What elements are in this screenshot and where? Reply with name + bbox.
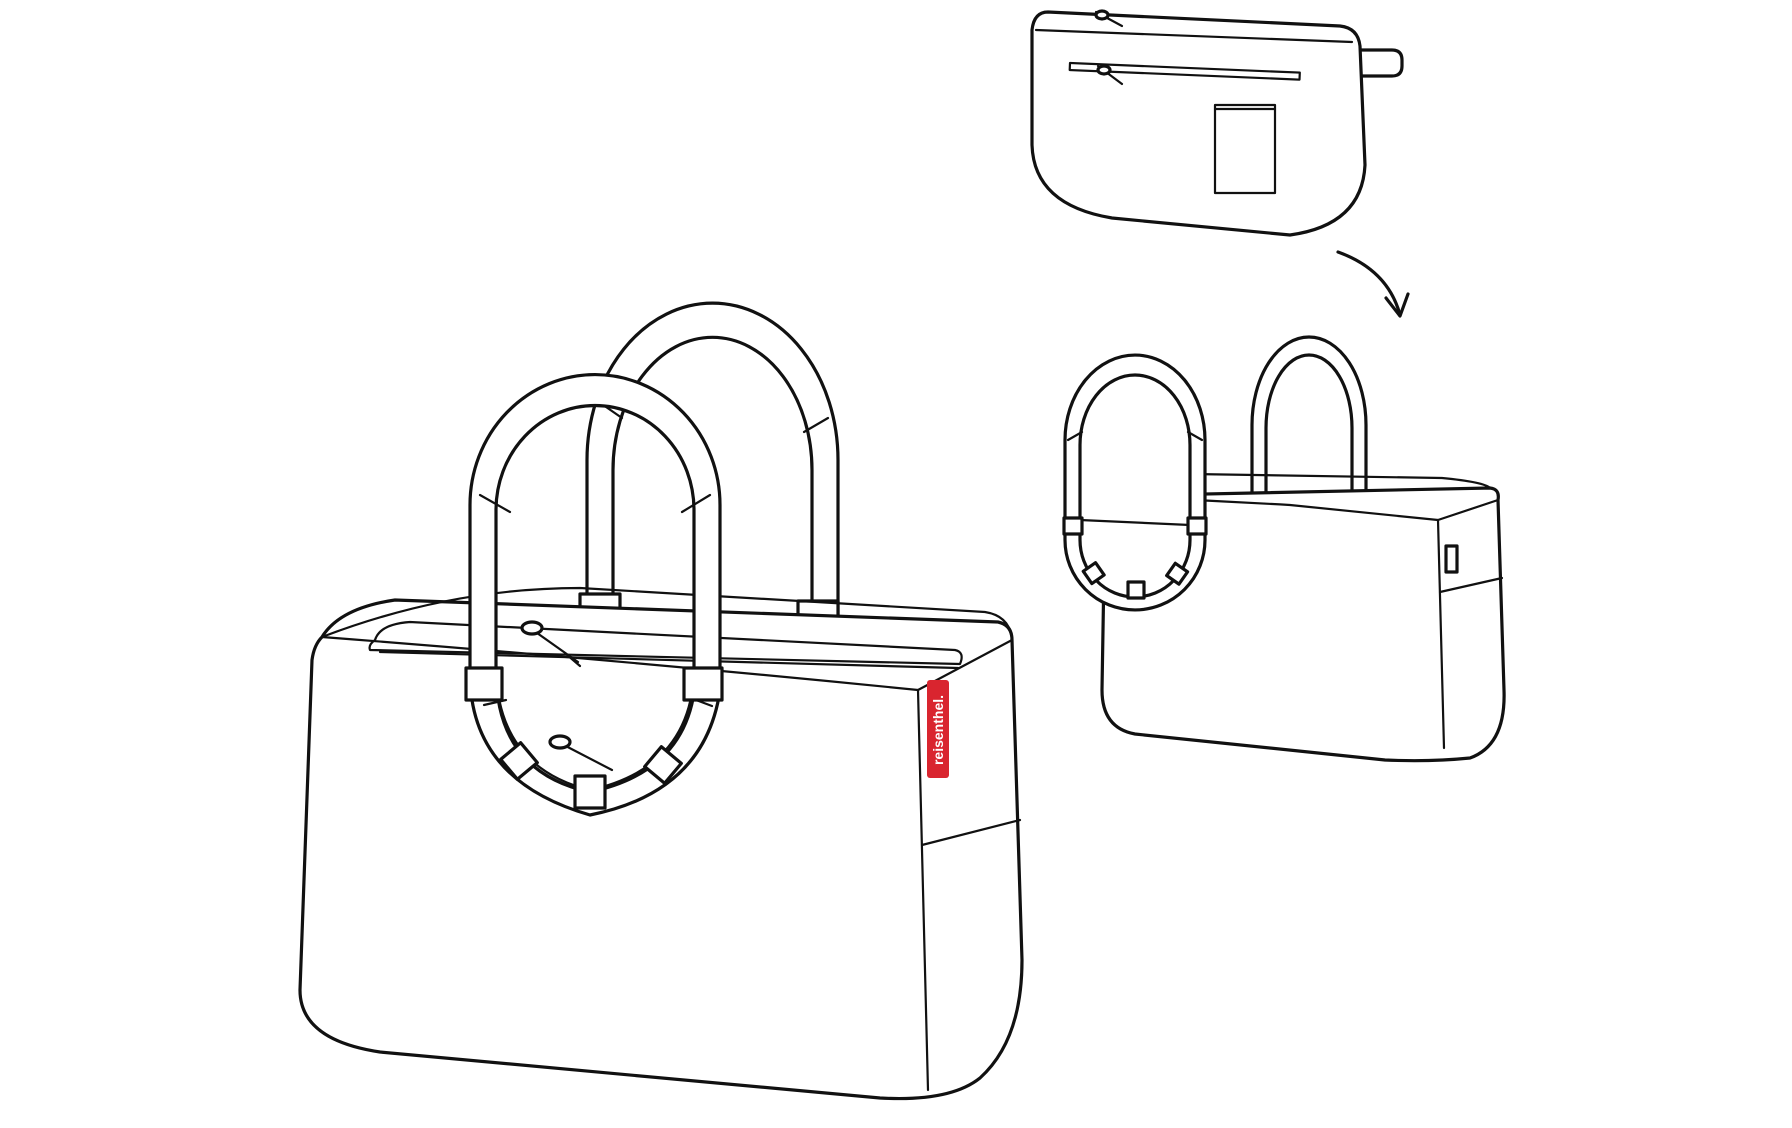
pouch-top-seam <box>1034 28 1354 44</box>
large-basket: reisenthel. <box>298 301 1024 1101</box>
small-handle-clip <box>1165 561 1190 586</box>
large-side-seam <box>916 688 930 1092</box>
small-side-seam <box>1436 518 1446 750</box>
large-inner-zipper-pull <box>520 620 582 668</box>
large-inner-zipper-pull <box>548 734 614 772</box>
large-front-handle <box>464 372 724 817</box>
small-handle-clip <box>1186 516 1208 536</box>
small-side-label <box>1444 544 1459 574</box>
large-basket-rim <box>320 586 1014 642</box>
folded-pouch <box>1030 9 1404 237</box>
brand-tag: reisenthel. <box>927 680 949 778</box>
large-basket-lining <box>368 620 963 666</box>
small-basket <box>1062 335 1506 763</box>
pouch-body <box>1030 10 1367 237</box>
pouch-front-zipper-pull <box>1096 64 1124 86</box>
brand-tag-label: reisenthel. <box>930 695 946 765</box>
pouch-card-pocket <box>1213 103 1277 195</box>
small-handle-clip <box>1062 516 1084 536</box>
pouch-top-zipper-pull <box>1094 9 1124 28</box>
pouch-strap <box>1350 48 1404 78</box>
small-handle-clip <box>1126 580 1146 600</box>
fold-out-arrow <box>1336 250 1410 318</box>
pouch-front-zipper <box>1068 61 1301 81</box>
large-basket-body <box>298 598 1024 1101</box>
brand-tag-background <box>927 680 949 778</box>
small-handle-clip <box>1081 561 1106 586</box>
